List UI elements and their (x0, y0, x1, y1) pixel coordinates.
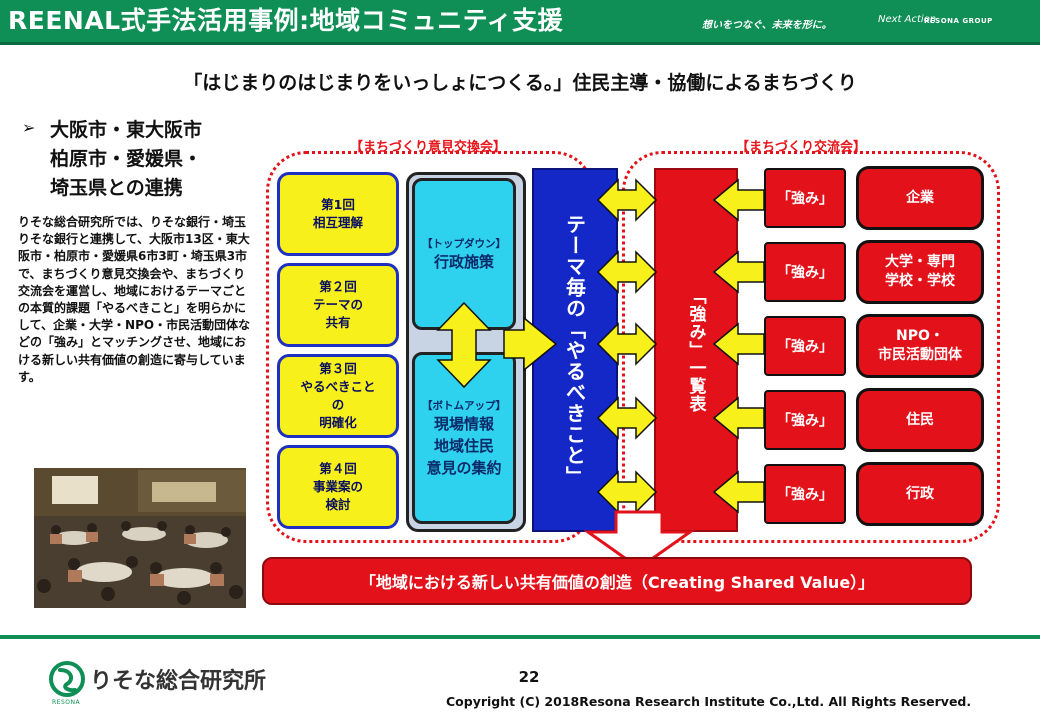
bullet-arrow-icon: ➢ (22, 118, 36, 137)
todo-column-label: テーマ毎の「やるべきこと」 (562, 213, 587, 487)
footer-rule (0, 635, 1040, 639)
meeting-topic: 明確化 (319, 415, 357, 430)
meeting-topic: 事業案の (312, 479, 363, 494)
resona-logo-icon (49, 661, 85, 697)
bullet-heading-line: 埼玉県との連携 (50, 177, 183, 199)
stakeholder-companies: 企業 (856, 166, 984, 230)
group-title-exchange-forum: 【まちづくり交流会】 (736, 140, 867, 155)
top-down-tag: 【トップダウン】 (422, 237, 506, 250)
copyright-notice: Copyright (C) 2018Resona Research Instit… (446, 694, 972, 709)
header-underline (0, 42, 1040, 45)
meeting-number: 第３回 (319, 361, 357, 376)
header-slogan: 想いをつなぐ、未来を形に。 (702, 20, 832, 31)
left-arrow-icon (712, 178, 765, 222)
strength-box: 「強み」 (764, 464, 846, 524)
meeting-box-2: 第２回 テーマの 共有 (277, 263, 399, 347)
double-arrow-icon (596, 178, 658, 222)
group-title-opinion-exchange: 【まちづくり意見交換会】 (350, 140, 507, 155)
double-arrow-icon (436, 301, 492, 389)
right-arrow-icon (503, 316, 558, 372)
description-text: りそな総合研究所では、りそな銀行・埼玉りそな銀行と連携して、大阪市13区・東大阪… (18, 215, 251, 384)
page-title: REENAL式手法活用事例:地域コミュニティ支援 (8, 6, 564, 35)
meeting-photo (34, 468, 246, 608)
strength-box: 「強み」 (764, 242, 846, 302)
bullet-heading: 大阪市・東大阪市 柏原市・愛媛県・ 埼玉県との連携 (22, 116, 262, 203)
strength-box: 「強み」 (764, 316, 846, 376)
inbound-arrows (712, 178, 765, 514)
bottom-up-text: 現場情報 (433, 414, 494, 433)
meeting-topic: やるべきこと (300, 379, 376, 394)
meeting-topic: 相互理解 (312, 215, 363, 230)
bottom-up-tag: 【ボトムアップ】 (422, 399, 506, 412)
bottom-up-text: 地域住民 (433, 436, 494, 455)
double-arrow-icon (596, 470, 658, 514)
bottom-up-text: 意見の集約 (426, 458, 502, 477)
meeting-number: 第２回 (319, 279, 357, 294)
meeting-topic: の (331, 397, 345, 412)
left-arrow-icon (712, 396, 765, 440)
stakeholder-label: 住民 (906, 411, 934, 428)
top-down-box: 【トップダウン】 行政施策 (412, 178, 516, 330)
double-arrow-icon (596, 322, 658, 366)
meeting-topic: 共有 (325, 315, 351, 330)
double-arrow-icon (596, 396, 658, 440)
double-arrow-icon (596, 250, 658, 294)
stakeholder-label: 学校・学校 (885, 273, 955, 289)
stakeholder-label: NPO・ (896, 328, 944, 344)
left-arrow-icon (712, 322, 765, 366)
stakeholder-label: 行政 (906, 485, 934, 502)
strength-box: 「強み」 (764, 390, 846, 450)
slide-subtitle: 「はじまりのはじまりをいっしょにつくる。」住民主導・協働によるまちづくり (183, 72, 857, 94)
stakeholder-universities: 大学・専門 学校・学校 (856, 240, 984, 304)
company-logo-text: りそな総合研究所 (90, 669, 267, 694)
company-logo-sub: RESONA (52, 699, 81, 706)
left-arrow-icon (712, 470, 765, 514)
stakeholder-government: 行政 (856, 462, 984, 526)
top-down-text: 行政施策 (433, 252, 494, 271)
down-arrow-icon (583, 510, 695, 570)
strength-box: 「強み」 (764, 168, 846, 228)
shared-value-banner: 「地域における新しい共有価値の創造（Creating Shared Value）… (262, 557, 972, 605)
strengths-column-label: 「強み」一覧表 (685, 287, 706, 413)
stakeholder-npo: NPO・ 市民活動団体 (856, 314, 984, 378)
stakeholder-label: 企業 (906, 189, 934, 206)
meeting-box-3: 第３回 やるべきこと の 明確化 (277, 354, 399, 438)
stakeholder-residents: 住民 (856, 388, 984, 452)
meeting-topic: テーマの (312, 297, 363, 312)
meeting-box-1: 第1回 相互理解 (277, 172, 399, 256)
left-arrow-icon (712, 250, 765, 294)
meeting-topic: 検討 (325, 497, 351, 512)
page-number: 22 (518, 668, 540, 686)
stakeholder-label: 市民活動団体 (878, 347, 962, 363)
header-bar (0, 0, 1040, 42)
bidirectional-arrows (596, 178, 658, 514)
header-slogan-brand: Next Action (878, 14, 937, 25)
meeting-box-4: 第４回 事業案の 検討 (277, 445, 399, 529)
bullet-heading-line: 柏原市・愛媛県・ (50, 148, 203, 170)
meeting-number: 第４回 (319, 461, 357, 476)
header-group-name: RESONA GROUP (924, 17, 993, 25)
meeting-number: 第1回 (321, 197, 355, 212)
bullet-heading-line: 大阪市・東大阪市 (50, 119, 203, 141)
stakeholder-label: 大学・専門 (885, 254, 955, 270)
